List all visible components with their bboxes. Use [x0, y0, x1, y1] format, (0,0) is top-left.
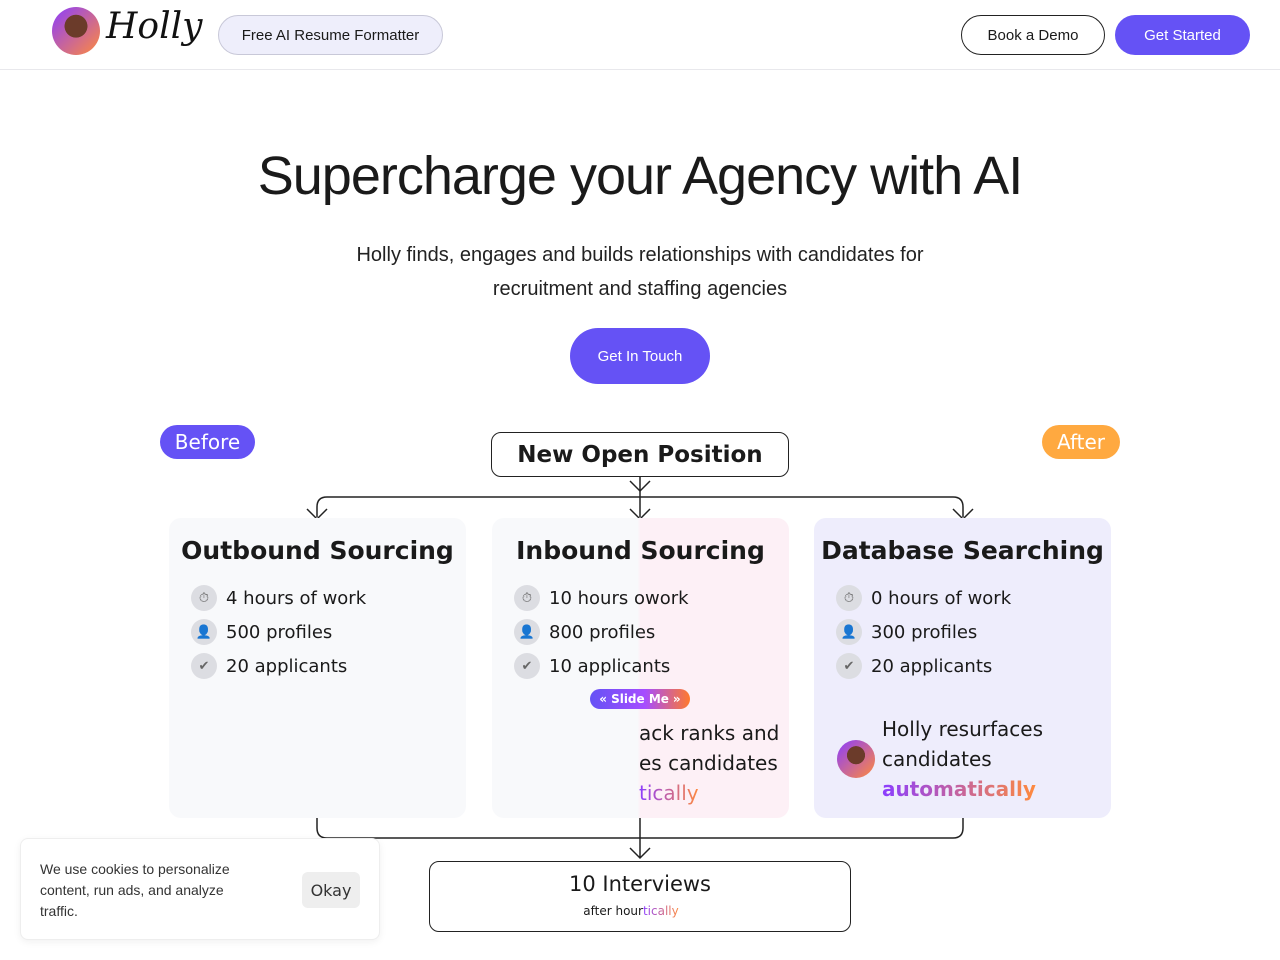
card-stat: 500 profiles	[226, 621, 333, 643]
interviews-sub-grad: tically	[642, 903, 679, 918]
holly-line: automatically	[882, 774, 1036, 804]
user-icon: 👤	[191, 619, 217, 645]
timer-icon: ⏱	[514, 585, 540, 611]
subtitle-line: recruitment and staffing agencies	[492, 278, 788, 300]
check-icon: ✔	[836, 653, 862, 679]
card-stat: 10 applicants	[549, 655, 671, 677]
chevrons-left-icon: «	[599, 692, 608, 706]
check-icon: ✔	[514, 653, 540, 679]
subtitle-line: Holly finds, engages and builds relation…	[356, 244, 924, 266]
cookie-okay-button[interactable]: Okay	[302, 872, 360, 908]
card-title: Database Searching	[821, 536, 1104, 565]
card-stat: 4 hours of work	[226, 587, 367, 609]
after-badge: After	[1042, 425, 1120, 459]
card-stat: 20 applicants	[226, 655, 348, 677]
interviews-sub: after hour	[583, 903, 643, 918]
timer-icon: ⏱	[191, 585, 217, 611]
card-title: Inbound Sourcing	[516, 536, 765, 565]
reveal-line: es candidates	[639, 751, 778, 775]
holly-line: Holly resurfaces	[882, 717, 1044, 741]
interviews-box: 10 Interviews after hourtically	[429, 861, 851, 932]
reveal-line: ack ranks and	[639, 721, 780, 745]
card-stat: 800 profiles	[549, 621, 656, 643]
hero-title: Supercharge your Agency with AI	[257, 146, 1023, 206]
hero-subtitle: Holly finds, engages and builds relation…	[0, 238, 1280, 306]
slider-label: Slide Me	[611, 692, 669, 706]
book-demo-button[interactable]: Book a Demo	[961, 15, 1105, 55]
timer-icon: ⏱	[836, 585, 862, 611]
holly-avatar	[837, 740, 875, 778]
card-stat: 0 hours of work	[871, 587, 1012, 609]
holly-text: Holly resurfaces candidates automaticall…	[882, 714, 1043, 804]
logo-text[interactable]: Holly	[106, 6, 203, 47]
check-icon: ✔	[191, 653, 217, 679]
cookie-text: We use cookies to personalize content, r…	[40, 861, 230, 919]
reveal-line: tically	[639, 778, 699, 808]
card-title: Outbound Sourcing	[181, 536, 454, 565]
get-in-touch-button[interactable]: Get In Touch	[570, 328, 710, 384]
revealed-text: ack ranks and es candidates tically	[639, 718, 779, 808]
chevrons-right-icon: »	[672, 692, 681, 706]
holly-line: candidates	[882, 747, 992, 771]
before-badge: Before	[160, 425, 255, 459]
get-started-button[interactable]: Get Started	[1115, 15, 1250, 55]
user-icon: 👤	[514, 619, 540, 645]
database-searching-card: Database Searching ⏱ 0 hours of work 👤 300…	[814, 518, 1111, 818]
resume-formatter-link[interactable]: Free AI Resume Formatter	[218, 15, 443, 55]
slide-me-handle[interactable]: «Slide Me»	[590, 689, 690, 709]
site-header: Holly Free AI Resume Formatter Book a De…	[0, 0, 1280, 70]
card-stat: 10 hours owork	[549, 587, 689, 609]
logo-avatar[interactable]	[52, 7, 100, 55]
interviews-title: 10 Interviews	[569, 871, 711, 896]
card-stat: 20 applicants	[871, 655, 993, 677]
outbound-sourcing-card: Outbound Sourcing ⏱ 4 hours of work 👤 500 …	[169, 518, 466, 818]
card-stat: 300 profiles	[871, 621, 978, 643]
cookie-banner: We use cookies to personalize content, r…	[20, 838, 380, 940]
user-icon: 👤	[836, 619, 862, 645]
new-open-position-box: New Open Position	[491, 432, 789, 477]
inbound-sourcing-card: Inbound Sourcing ⏱ 10 hours owork 👤 800 pr…	[492, 518, 789, 818]
